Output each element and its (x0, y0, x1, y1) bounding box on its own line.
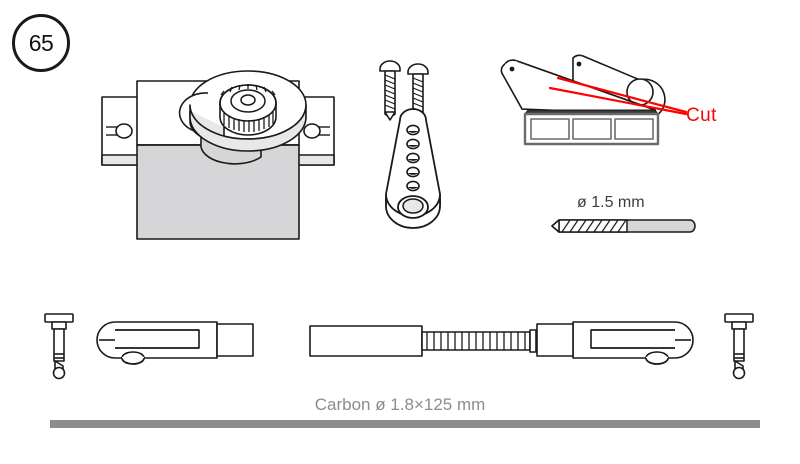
drill-bit (550, 215, 700, 237)
horn-cut-illustration (490, 52, 700, 162)
carbon-rod-label: Carbon ø 1.8×125 mm (314, 395, 486, 414)
pushrod-pin-left (42, 310, 76, 382)
step-badge-ring: 65 (12, 14, 70, 72)
cut-line (548, 76, 688, 116)
pushrod-clevis-left (95, 318, 255, 368)
screws-group (376, 60, 436, 130)
step-number-badge: 65 (12, 14, 74, 76)
cutting-block (523, 109, 660, 146)
drill-diameter-label: ø 1.5 mm (577, 194, 645, 211)
screw-left (379, 60, 401, 121)
servo-mounting-tab-left (101, 96, 139, 166)
pushrod-pin-right (722, 310, 756, 382)
servo-motor (88, 55, 348, 255)
carbon-rod-bar (50, 420, 760, 428)
servo-output-gear (219, 84, 277, 136)
cut-label: Cut (686, 105, 717, 126)
servo-horn-holes (406, 124, 420, 192)
servo-horn-center-hole (397, 195, 429, 219)
servo-horn (378, 108, 448, 238)
pushrod-clevis-right (535, 318, 695, 368)
pushrod-threaded-rod (308, 322, 538, 364)
step-number-label: 65 (28, 29, 54, 56)
